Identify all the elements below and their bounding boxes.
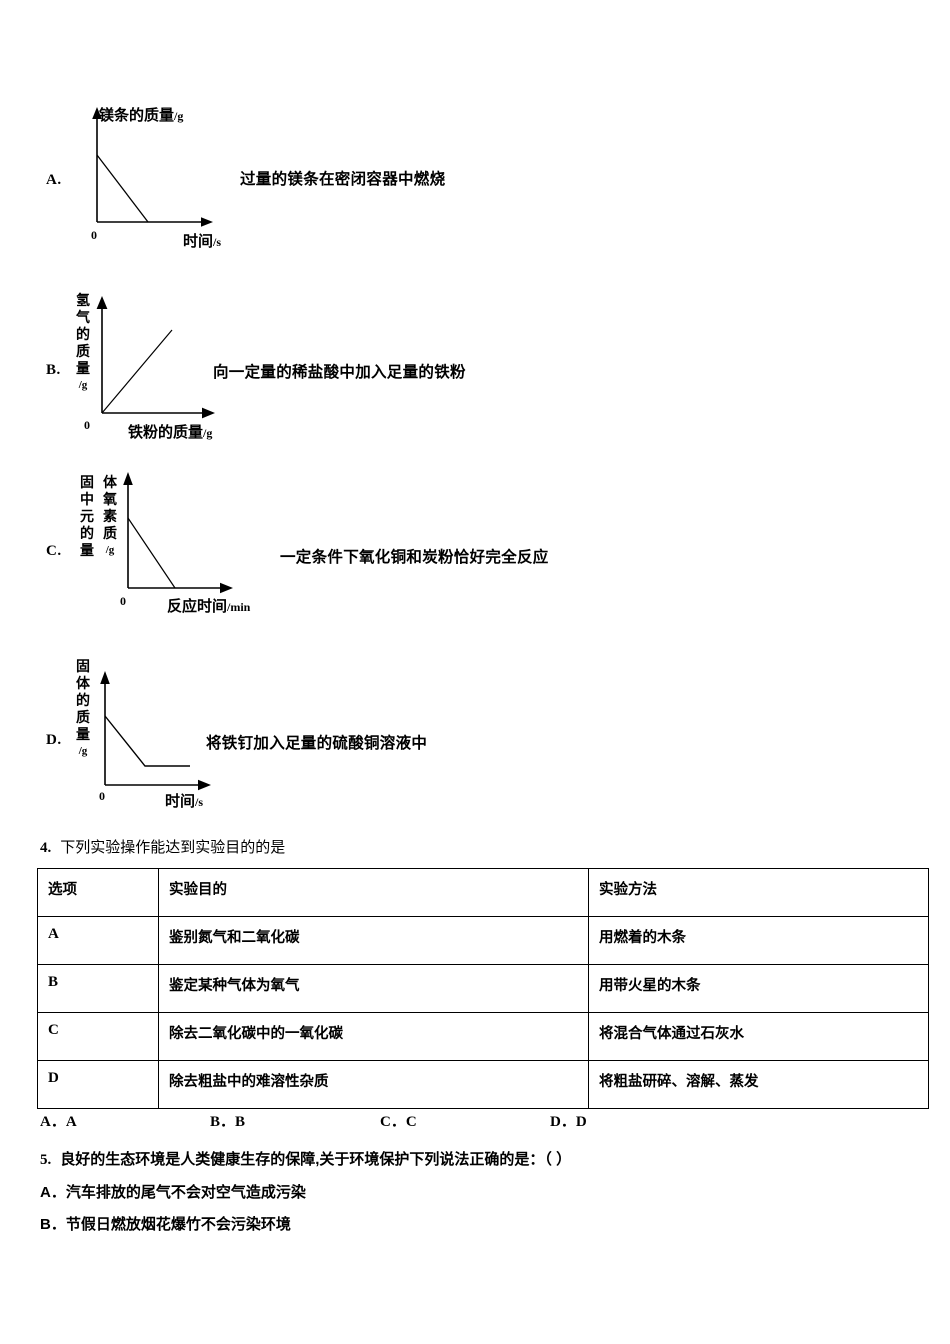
- chart-c-y-axis-unit: /g: [105, 544, 115, 556]
- chart-b-y-char-3: 质: [76, 343, 90, 359]
- question-4-answer-row: A．A B．B C．C D．D: [40, 1110, 910, 1131]
- chart-d-x-axis-label: 时间/s: [165, 790, 203, 811]
- question-4-number: 4.: [40, 840, 52, 856]
- question-5-stem: 良好的生态环境是人类健康生存的保障,关于环境保护下列说法正确的是：（ ）: [60, 1151, 572, 1168]
- chart-d-y-char-4: 量: [76, 726, 90, 742]
- chart-a-x-axis-unit: /s: [213, 235, 222, 249]
- chart-c-y-col1-char-2: 元: [80, 508, 94, 524]
- chart-c-y-col1-char-4: 量: [80, 542, 94, 558]
- option-b-description: 向一定量的稀盐酸中加入足量的铁粉: [213, 364, 466, 381]
- option-d-description: 将铁钉加入足量的硫酸铜溶液中: [206, 735, 428, 752]
- chart-c-y-col2-char-0: 体: [103, 474, 117, 490]
- chart-c-x-axis-unit: /min: [227, 600, 251, 614]
- chart-b-y-axis-label: 氢 气 的 质 量 /g: [72, 292, 94, 394]
- chart-d-origin-label: 0: [99, 789, 105, 803]
- table-cell-option-b: B: [37, 964, 159, 1013]
- chart-a-x-axis-label: 时间/s: [183, 230, 221, 251]
- table-cell-method-d: 将粗盐研碎、溶解、蒸发: [588, 1060, 929, 1109]
- chart-c-x-axis-label: 反应时间/min: [167, 595, 250, 616]
- table-row: A 鉴别氮气和二氧化碳 用燃着的木条: [37, 916, 929, 965]
- option-a-description: 过量的镁条在密闭容器中燃烧: [240, 171, 446, 188]
- table-row: D 除去粗盐中的难溶性杂质 将粗盐研碎、溶解、蒸发: [37, 1060, 929, 1109]
- chart-c-y-col1-char-0: 固: [80, 474, 94, 490]
- chart-b-x-axis-text: 铁粉的质量: [128, 424, 204, 441]
- chart-c-y-col1-char-3: 的: [80, 525, 94, 541]
- chart-a-x-axis-text: 时间: [183, 233, 214, 250]
- chart-c-y-col2: 体 氧 素 质 /g: [98, 474, 122, 559]
- chart-c-y-col2-char-2: 素: [103, 508, 117, 524]
- chart-d-y-axis-label: 固 体 的 质 量 /g: [72, 658, 94, 760]
- question-4-stem-line: 4. 下列实验操作能达到实验目的的是: [40, 836, 285, 857]
- table-header-purpose: 实验目的: [158, 868, 589, 917]
- question-5-option-a: A．汽车排放的尾气不会对空气造成污染: [40, 1184, 306, 1201]
- table-cell-purpose-b: 鉴定某种气体为氧气: [158, 964, 589, 1013]
- chart-b-y-char-2: 的: [76, 326, 90, 342]
- table-cell-option-a: A: [37, 916, 159, 965]
- question-4-answer-c: C．C: [380, 1114, 417, 1130]
- chart-b-origin-label: 0: [84, 418, 90, 432]
- table-row: C 除去二氧化碳中的一氧化碳 将混合气体通过石灰水: [37, 1012, 929, 1061]
- option-letter-c: C.: [46, 543, 62, 559]
- question-4-answer-b: B．B: [210, 1114, 246, 1130]
- chart-a-y-axis-unit: /g: [174, 109, 184, 123]
- table-cell-option-c: C: [37, 1012, 159, 1061]
- table-cell-method-b: 用带火星的木条: [588, 964, 929, 1013]
- chart-b-y-char-4: 量: [76, 360, 90, 376]
- chart-b-y-char-1: 气: [76, 309, 90, 325]
- table-cell-option-d: D: [37, 1060, 159, 1109]
- chart-c-y-col2-char-1: 氧: [103, 491, 117, 507]
- table-cell-purpose-a: 鉴别氮气和二氧化碳: [158, 916, 589, 965]
- experiment-table: 选项 实验目的 实验方法 A 鉴别氮气和二氧化碳 用燃着的木条 B 鉴定某种气体…: [37, 868, 929, 1109]
- question-4-answer-a: A．A: [40, 1114, 77, 1130]
- option-c-description: 一定条件下氧化铜和炭粉恰好完全反应: [280, 549, 549, 566]
- chart-b-y-char-0: 氢: [76, 292, 90, 308]
- question-5-number: 5.: [40, 1152, 52, 1168]
- table-cell-purpose-c: 除去二氧化碳中的一氧化碳: [158, 1012, 589, 1061]
- option-letter-d: D.: [46, 732, 62, 748]
- question-5-stem-line: 5. 良好的生态环境是人类健康生存的保障,关于环境保护下列说法正确的是：（ ）: [40, 1148, 571, 1169]
- option-letter-b: B.: [46, 362, 61, 378]
- question-4-answer-d: D．D: [550, 1114, 587, 1130]
- option-letter-a: A.: [46, 172, 62, 188]
- question-4-stem: 下列实验操作能达到实验目的的是: [60, 839, 286, 856]
- chart-c-y-col1-char-1: 中: [80, 491, 94, 507]
- chart-d-x-axis-unit: /s: [195, 795, 204, 809]
- chart-c-y-col1: 固 中 元 的 量: [76, 474, 98, 559]
- chart-d-axes: [100, 671, 211, 791]
- chart-d-y-axis-unit: /g: [78, 745, 88, 757]
- chart-c-origin-label: 0: [120, 594, 126, 608]
- chart-a-origin-label: 0: [91, 228, 97, 242]
- table-cell-purpose-d: 除去粗盐中的难溶性杂质: [158, 1060, 589, 1109]
- chart-d-y-char-3: 质: [76, 709, 90, 725]
- table-cell-method-c: 将混合气体通过石灰水: [588, 1012, 929, 1061]
- chart-b-y-axis-unit: /g: [78, 379, 88, 391]
- chart-a-y-axis-text: 镁条的质量: [99, 107, 175, 124]
- chart-c-y-col2-char-3: 质: [103, 525, 117, 541]
- chart-b-x-axis-unit: /g: [203, 426, 213, 440]
- chart-a-axes: [92, 107, 213, 227]
- chart-c-x-axis-text: 反应时间: [167, 598, 228, 615]
- chart-a-y-axis-label: 镁条的质量/g: [99, 104, 183, 125]
- chart-b-x-axis-label: 铁粉的质量/g: [128, 421, 212, 442]
- table-cell-method-a: 用燃着的木条: [588, 916, 929, 965]
- table-header-method: 实验方法: [588, 868, 929, 917]
- table-header-row: 选项 实验目的 实验方法: [37, 868, 929, 917]
- chart-b-axes: [96, 296, 215, 419]
- chart-d-y-char-1: 体: [76, 675, 90, 691]
- question-5-option-b: B．节假日燃放烟花爆竹不会污染环境: [40, 1216, 291, 1233]
- chart-c-axes: [123, 472, 233, 594]
- chart-c-y-axis-label: 固 中 元 的 量 体 氧 素 质 /g: [76, 474, 122, 559]
- chart-d-y-char-0: 固: [76, 658, 90, 674]
- chart-d-x-axis-text: 时间: [165, 793, 196, 810]
- table-row: B 鉴定某种气体为氧气 用带火星的木条: [37, 964, 929, 1013]
- table-header-option: 选项: [37, 868, 159, 917]
- chart-d-y-char-2: 的: [76, 692, 90, 708]
